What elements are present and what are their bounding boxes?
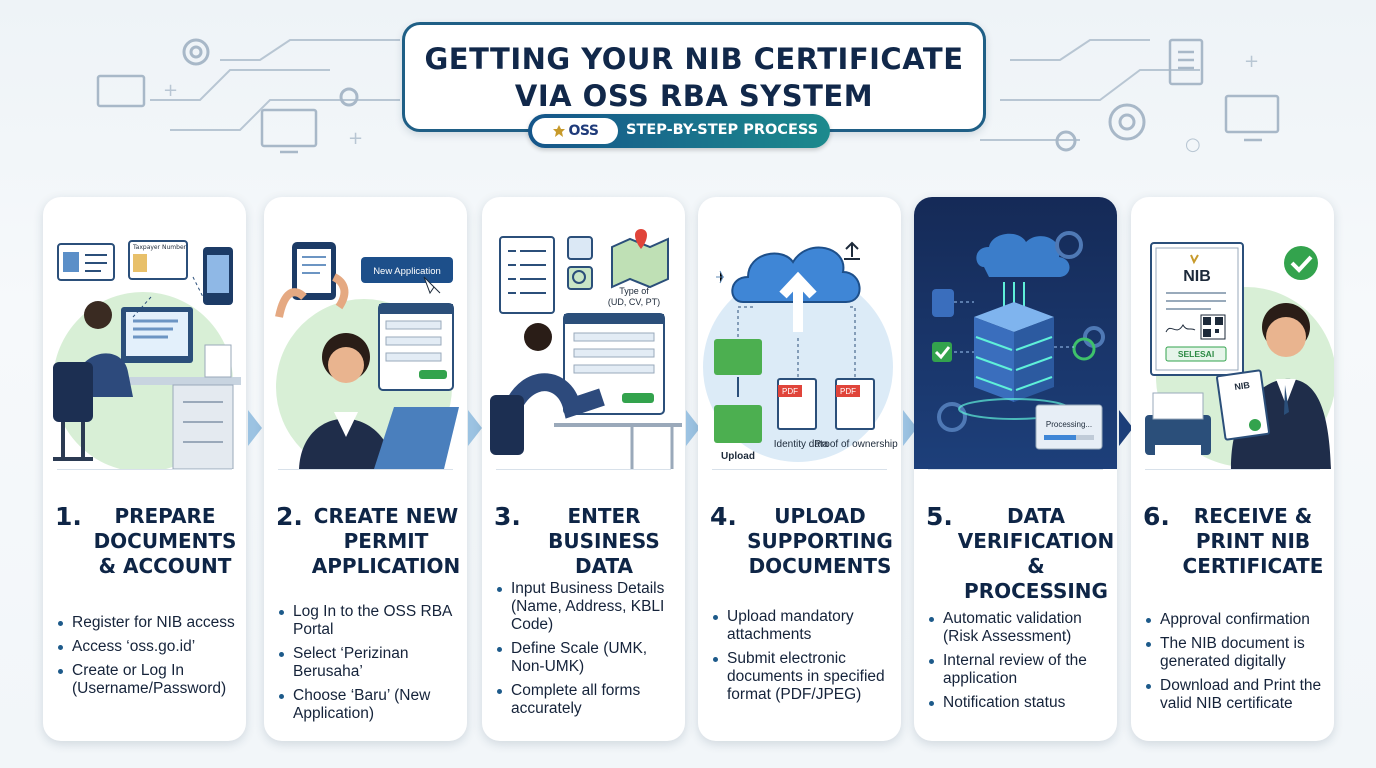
step-number: 2. — [276, 502, 303, 531]
pdf-label: PDF — [782, 387, 798, 396]
arrow-right-icon — [248, 410, 262, 446]
type-of-label: Type of — [619, 286, 649, 296]
bullet-item: Create or Log In (Username/Password) — [57, 662, 240, 698]
divider — [57, 469, 232, 470]
certificate-title: NIB — [1183, 268, 1211, 285]
pdf-label: PDF — [840, 387, 856, 396]
step-number: 4. — [710, 502, 737, 531]
svg-text:○: ○ — [1185, 134, 1201, 155]
step-bullets: Automatic validation (Risk Assessment) I… — [928, 610, 1111, 718]
title-box: GETTING YOUR NIB CERTIFICATE VIA OSS RBA… — [402, 22, 986, 132]
processing-label: Processing... — [1046, 420, 1092, 429]
bullet-item: Input Business Details (Name, Address, K… — [496, 580, 679, 634]
step-card-4: Upload PDF Identity data PDF Proof of ow… — [698, 197, 901, 741]
upload-label: Upload — [721, 451, 755, 462]
page-title-line-2: VIA OSS RBA SYSTEM — [514, 79, 874, 113]
svg-text:Identity data: Identity data — [774, 439, 829, 450]
step-bullets: Log In to the OSS RBA Portal Select ‘Per… — [278, 603, 461, 729]
bullet-item: Complete all forms accurately — [496, 682, 679, 718]
svg-text:+: + — [348, 128, 363, 149]
illustration-upload-documents: Upload PDF Identity data PDF Proof of ow… — [703, 241, 898, 462]
arrow-right-icon — [686, 410, 700, 446]
divider — [496, 469, 671, 470]
entity-types-label: (UD, CV, PT) — [608, 297, 660, 307]
subtitle: STEP-BY-STEP PROCESS — [626, 122, 819, 138]
selesai-stamp: SELESAI — [1178, 349, 1214, 359]
bullet-item: Submit electronic documents in specified… — [712, 650, 895, 704]
step-number: 6. — [1143, 502, 1170, 531]
divider — [1145, 469, 1320, 470]
bullet-item: Automatic validation (Risk Assessment) — [928, 610, 1111, 646]
svg-text:+: + — [163, 80, 178, 101]
step-bullets: Register for NIB access Access ‘oss.go.i… — [57, 614, 240, 704]
bullet-item: Register for NIB access — [57, 614, 240, 632]
new-application-label: New Application — [373, 266, 441, 277]
illustration-receive-certificate: NIB SELESAI NIB — [1145, 242, 1334, 469]
step-bullets: Approval confirmation The NIB document i… — [1145, 611, 1328, 719]
subtitle-pill: OSS STEP-BY-STEP PROCESS — [528, 114, 830, 148]
illustration-enter-business-data: Type of (UD, CV, PT) — [490, 229, 682, 469]
arrow-right-icon — [468, 410, 482, 446]
proof-label: Proof of ownership — [814, 439, 898, 450]
held-document-title: NIB — [1234, 380, 1251, 392]
bullet-item: Approval confirmation — [1145, 611, 1328, 629]
divider — [712, 469, 887, 470]
identity-data-label: Identity data — [774, 439, 829, 450]
document-icon — [1168, 38, 1204, 86]
oss-logo: OSS — [532, 118, 618, 144]
taxpayer-label: Taxpayer Number — [132, 244, 187, 251]
step-bullets: Input Business Details (Name, Address, K… — [496, 580, 679, 724]
step-number: 1. — [55, 502, 82, 531]
illustration-create-application: New Application — [275, 242, 459, 469]
divider — [278, 469, 453, 470]
bullet-item: Define Scale (UMK, Non-UMK) — [496, 640, 679, 676]
bullet-item: Select ‘Perizinan Berusaha’ — [278, 645, 461, 681]
page-title-line-1: GETTING YOUR NIB CERTIFICATE — [424, 42, 964, 76]
step-number: 3. — [494, 502, 521, 531]
bullet-item: Download and Print the valid NIB certifi… — [1145, 677, 1328, 713]
bullet-item: Log In to the OSS RBA Portal — [278, 603, 461, 639]
garuda-emblem-icon — [552, 125, 565, 137]
oss-logo-text: OSS — [568, 123, 599, 139]
bullet-item: Notification status — [928, 694, 1111, 712]
arrow-right-icon — [903, 410, 917, 446]
bullet-item: Upload mandatory attachments — [712, 608, 895, 644]
bullet-item: Access ‘oss.go.id’ — [57, 638, 240, 656]
illustration-data-verification: Processing... — [932, 231, 1105, 450]
bullet-item: Choose ‘Baru’ (New Application) — [278, 687, 461, 723]
divider — [928, 469, 1103, 470]
arrow-right-icon — [1119, 410, 1133, 446]
step-bullets: Upload mandatory attachments Submit elec… — [712, 608, 895, 710]
illustration-prepare-documents: Taxpayer Number — [53, 240, 241, 469]
bullet-item: Internal review of the application — [928, 652, 1111, 688]
bullet-item: The NIB document is generated digitally — [1145, 635, 1328, 671]
svg-text:+: + — [1244, 51, 1259, 72]
step-number: 5. — [926, 502, 953, 531]
